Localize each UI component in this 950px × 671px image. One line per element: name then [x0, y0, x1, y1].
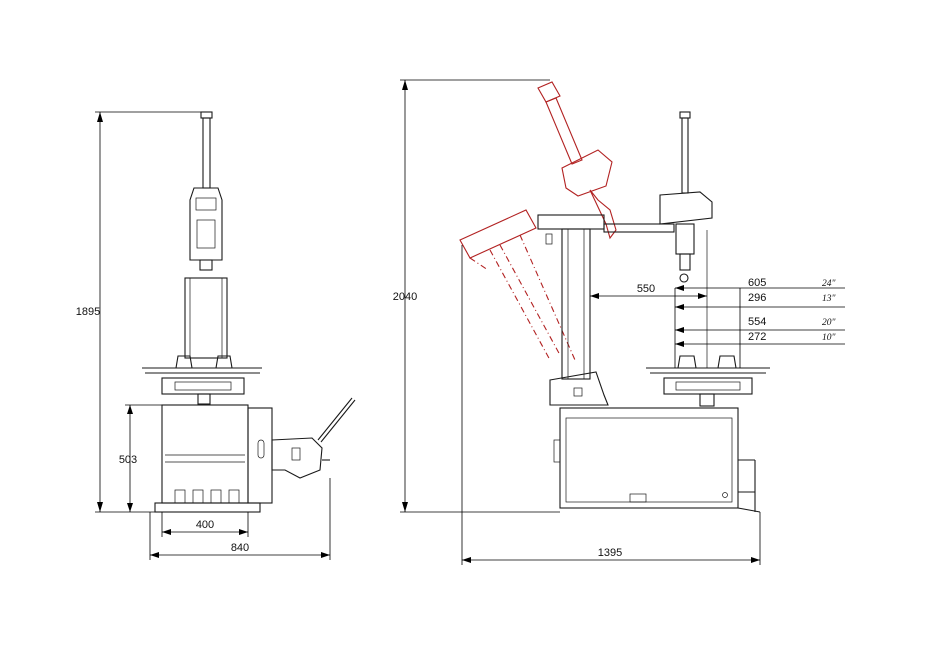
- side-horizontal-arm: [603, 111, 713, 283]
- rim-dim-554: 554: [748, 316, 766, 328]
- side-column: [537, 214, 609, 406]
- dim-rim-sizes: [674, 285, 845, 368]
- front-cabinet: [154, 404, 273, 513]
- dim-reach: [590, 293, 707, 299]
- side-view: 2040: [393, 79, 845, 565]
- rim-dim-296: 296: [748, 292, 766, 304]
- dim-label-1895: 1895: [76, 306, 100, 318]
- side-cabinet: [553, 407, 761, 513]
- rim-inch-10: 10": [822, 333, 837, 343]
- front-view: 1895 503: [76, 111, 356, 560]
- rim-inch-13: 13": [822, 294, 837, 304]
- dim-height-front: [95, 111, 205, 513]
- front-tower: [184, 111, 228, 359]
- front-turntable: [142, 355, 262, 405]
- dim-label-400: 400: [196, 519, 214, 531]
- dim-base-height: [125, 404, 165, 512]
- side-turntable: [646, 230, 770, 407]
- dim-label-2040: 2040: [393, 291, 417, 303]
- rim-inch-20: 20": [822, 318, 837, 328]
- rim-dim-272: 272: [748, 331, 766, 343]
- dim-overall-width: [149, 478, 331, 560]
- dim-label-1395: 1395: [598, 547, 622, 559]
- front-bead-breaker: [271, 397, 356, 479]
- dim-label-503: 503: [119, 454, 137, 466]
- dim-overall-length: [461, 245, 761, 565]
- rim-dim-605: 605: [748, 277, 766, 289]
- side-tilted-arm: [459, 81, 617, 361]
- dim-max-height: [400, 79, 560, 513]
- dim-label-840: 840: [231, 542, 249, 554]
- dim-inner-width: [161, 512, 249, 537]
- rim-inch-24: 24": [822, 279, 837, 289]
- dim-label-550: 550: [637, 283, 655, 295]
